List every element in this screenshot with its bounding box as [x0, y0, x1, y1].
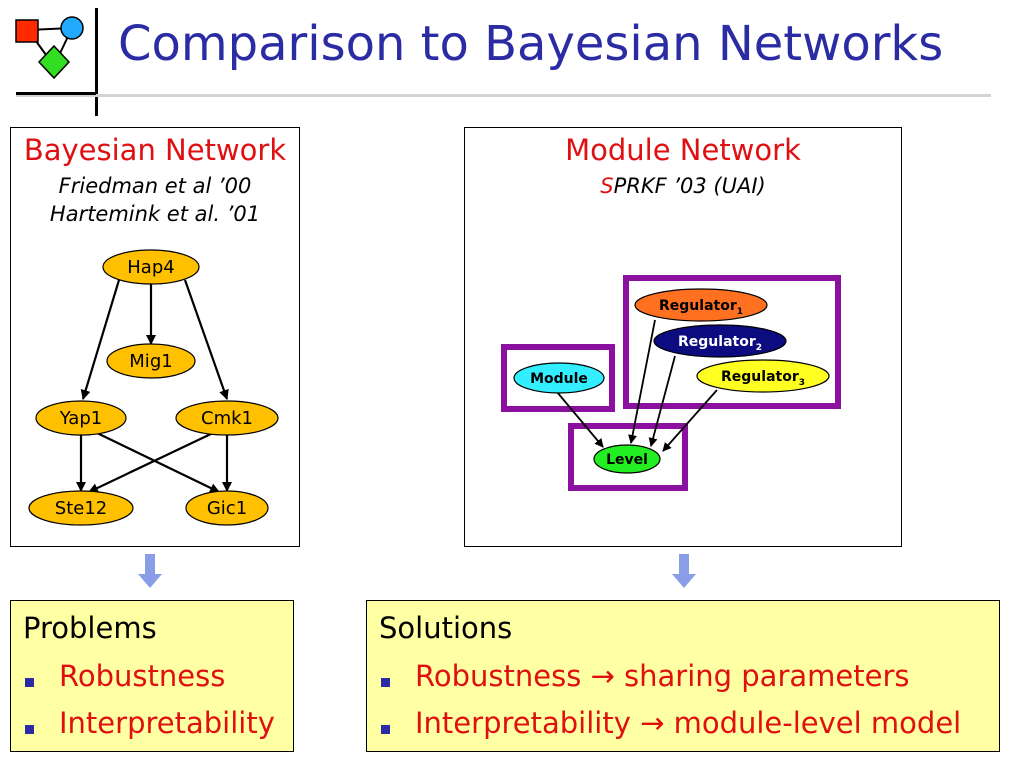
module-network-ref: SPRKF ’03 (UAI)	[465, 174, 901, 199]
edge-module-level	[556, 391, 604, 448]
reg1-text: Regulator	[659, 298, 737, 314]
square-bullet-icon	[25, 678, 34, 687]
solutions-box: Solutions Robustness → sharing parameter…	[366, 600, 1000, 752]
reg3-text: Regulator	[721, 369, 799, 385]
node-hap4	[102, 249, 200, 285]
problem-item-interpretability: Interpretability	[59, 706, 275, 740]
header-divider-accent	[16, 92, 96, 95]
square-bullet-icon	[25, 725, 34, 734]
edge-reg3-level	[662, 389, 718, 452]
square-bullet-icon	[381, 678, 390, 687]
node-cmk1-label: Cmk1	[201, 408, 253, 429]
square-bullet-icon	[381, 725, 390, 734]
node-cmk1	[175, 400, 279, 436]
node-regulator-1	[634, 288, 768, 322]
reg2-subscript: 2	[756, 343, 762, 353]
level-frame	[568, 423, 688, 491]
problems-heading: Problems	[23, 611, 157, 645]
node-regulator-2	[653, 324, 787, 358]
node-regulator-3-label: Regulator3	[721, 369, 805, 388]
node-gic1	[185, 490, 269, 526]
node-level	[593, 444, 661, 474]
node-ste12	[28, 490, 134, 526]
node-yap1-label: Yap1	[59, 408, 102, 429]
edge-reg1-level	[628, 319, 656, 444]
ref-prefix: S	[600, 174, 614, 198]
solution-item-interpretability: Interpretability → module-level model	[415, 706, 962, 740]
bayesian-ref-1: Friedman et al ’00	[58, 174, 252, 198]
solution-item-robustness: Robustness → sharing parameters	[415, 659, 910, 693]
node-level-label: Level	[606, 452, 648, 468]
node-regulator-2-label: Regulator2	[678, 334, 762, 353]
node-yap1	[35, 400, 127, 436]
problems-box: Problems Robustness Interpretability	[10, 600, 294, 752]
header-divider	[16, 94, 991, 97]
node-regulator-1-label: Regulator1	[659, 298, 743, 317]
node-hap4-label: Hap4	[127, 257, 174, 278]
bayesian-ref-2: Hartemink et al. ’01	[49, 202, 261, 226]
module-network-title: Module Network	[565, 133, 801, 167]
node-ste12-label: Ste12	[55, 498, 107, 519]
down-arrow-icon	[672, 554, 696, 588]
edge-cmk1-ste12	[88, 431, 216, 493]
module-network-panel: Module Network SPRKF ’03 (UAI) Module	[464, 127, 902, 547]
edge-hap4-cmk1	[183, 279, 229, 400]
solutions-heading: Solutions	[379, 611, 513, 645]
slide-title: Comparison to Bayesian Networks	[118, 16, 944, 72]
reg3-subscript: 3	[799, 378, 805, 388]
header-vertical-rule	[95, 8, 98, 116]
regulators-frame	[623, 275, 841, 409]
bayesian-network-title: Bayesian Network	[23, 133, 287, 167]
logo-icon	[15, 16, 84, 80]
problem-item-robustness: Robustness	[59, 659, 226, 693]
node-mig1	[106, 343, 196, 379]
module-network-graph: Module Level Regulator1 Regulator2 Regul…	[501, 275, 841, 491]
ref-rest: PRKF ’03 (UAI)	[613, 174, 766, 198]
node-module	[513, 362, 605, 394]
edge-hap4-yap1	[80, 279, 121, 400]
node-module-label: Module	[530, 371, 588, 387]
reg2-text: Regulator	[678, 334, 756, 350]
bayesian-network-graph: Hap4 Mig1 Yap1 Cmk1 Ste12 Gic1	[28, 249, 279, 526]
down-arrow-icon	[138, 554, 162, 588]
bayesian-network-panel: Bayesian Network Friedman et al ’00 Hart…	[10, 127, 300, 547]
reg1-subscript: 1	[737, 307, 743, 317]
module-frame	[501, 344, 615, 412]
node-gic1-label: Gic1	[207, 498, 247, 519]
node-mig1-label: Mig1	[129, 351, 172, 372]
edge-reg2-level	[648, 355, 676, 447]
edge-yap1-gic1	[94, 431, 220, 493]
node-regulator-3	[696, 359, 830, 393]
